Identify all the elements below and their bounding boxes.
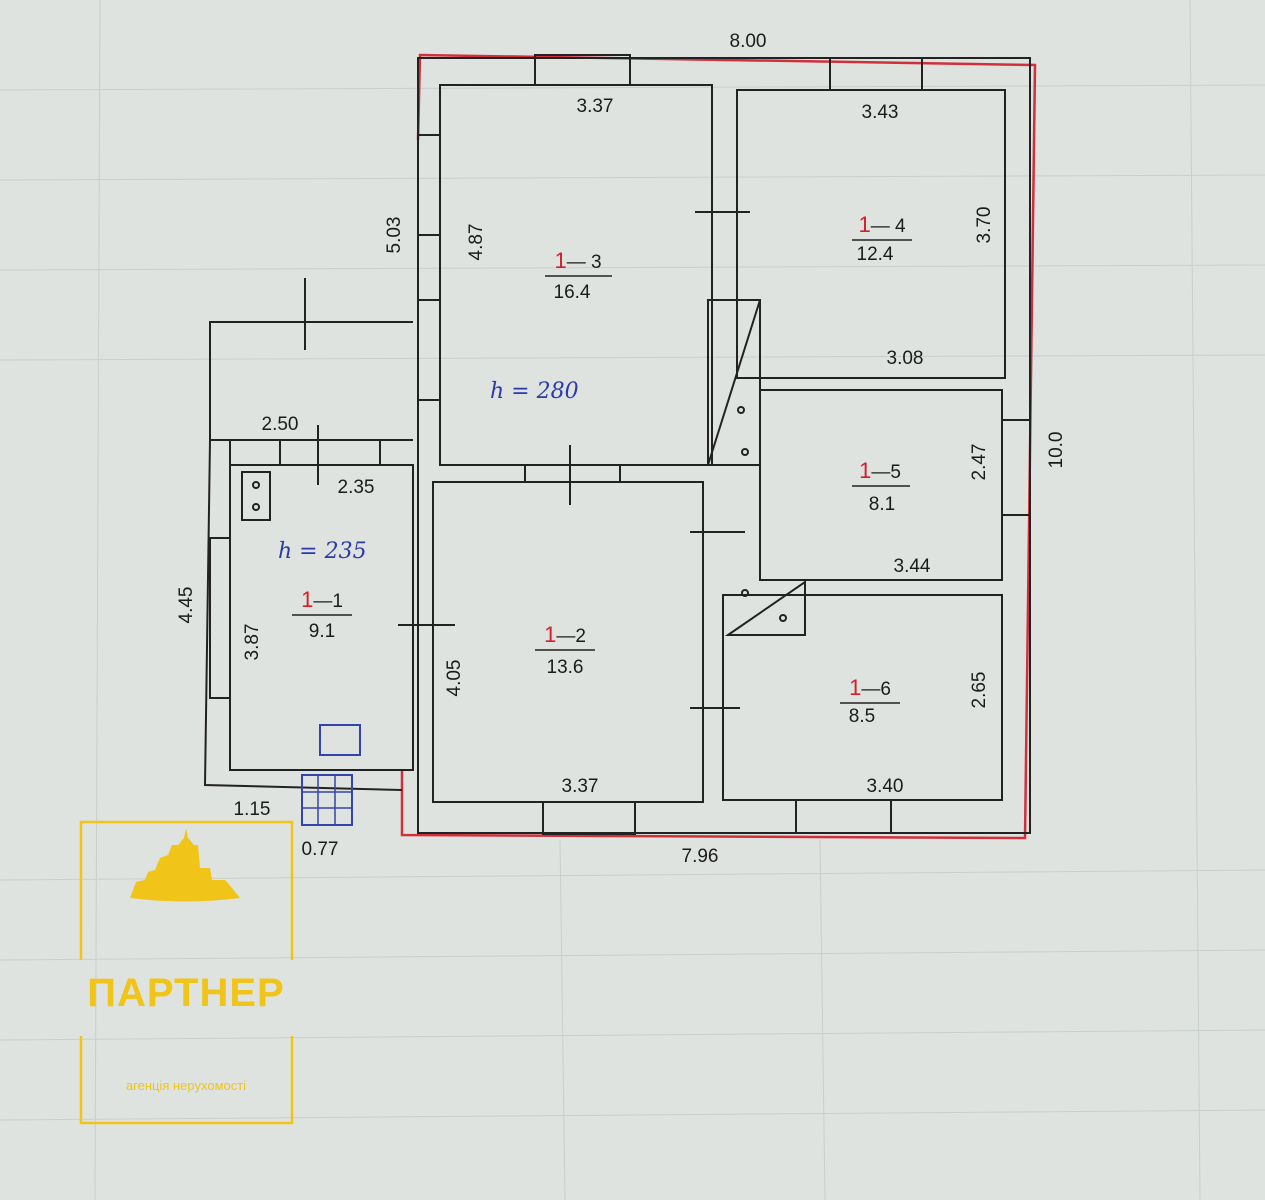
stairs xyxy=(707,299,761,466)
walls xyxy=(203,54,1031,835)
ceiling-height-kitchen: h = 235 xyxy=(278,539,367,564)
dim-r12-height: 4.05 xyxy=(444,660,465,697)
dim-small-1: 1.15 xyxy=(234,799,271,820)
dim-r12-bottom: 3.37 xyxy=(562,776,599,797)
dim-porch-width: 2.50 xyxy=(262,414,299,435)
svg-text:16.4: 16.4 xyxy=(554,282,591,303)
dim-left-lower: 4.45 xyxy=(176,587,197,624)
dim-r11-width: 2.35 xyxy=(338,477,375,498)
svg-text:9.1: 9.1 xyxy=(309,621,335,642)
dim-r15-bottom: 3.44 xyxy=(894,556,931,577)
dim-r14-bottom: 3.08 xyxy=(887,348,924,369)
dim-left-upper: 5.03 xyxy=(384,217,405,254)
dim-r13-width: 3.37 xyxy=(577,96,614,117)
svg-text:8.1: 8.1 xyxy=(869,494,895,515)
ceiling-height-main: h = 280 xyxy=(490,379,579,404)
room-1-5-outline xyxy=(759,389,1003,581)
svg-text:1— 3: 1— 3 xyxy=(554,248,601,273)
agency-logo: ПАРТНЕР агенція нерухомості xyxy=(79,820,294,1125)
window xyxy=(1001,419,1031,516)
room-label-1-5: 1—5 8.1 xyxy=(852,458,910,515)
dim-r14-height: 3.70 xyxy=(974,207,995,244)
dim-r11-height: 3.87 xyxy=(242,624,263,661)
window xyxy=(209,537,231,699)
svg-text:12.4: 12.4 xyxy=(857,244,894,265)
stove-icon xyxy=(241,471,271,521)
dim-r15-height: 2.47 xyxy=(969,444,990,481)
svg-text:8.5: 8.5 xyxy=(849,706,875,727)
dim-r16-bottom: 3.40 xyxy=(867,776,904,797)
sink-icon xyxy=(319,724,361,756)
outer-boundary xyxy=(400,53,1037,840)
window xyxy=(417,299,441,401)
logo-tagline: агенція нерухомості xyxy=(126,1078,246,1093)
city-skyline-icon xyxy=(130,828,240,902)
dim-r14-width: 3.43 xyxy=(862,102,899,123)
grid-fixture-icon xyxy=(301,774,353,826)
room-label-1-2: 1—2 13.6 xyxy=(535,622,595,678)
room-label-1-3: 1— 3 16.4 xyxy=(545,248,612,303)
window xyxy=(795,799,892,834)
svg-text:1—5: 1—5 xyxy=(859,458,901,483)
dim-r16-height: 2.65 xyxy=(969,672,990,709)
window xyxy=(829,57,923,91)
dim-small-2: 0.77 xyxy=(302,839,339,860)
room-label-1-1: 1—1 9.1 xyxy=(292,587,352,642)
window xyxy=(534,54,631,86)
door xyxy=(524,464,621,483)
svg-text:1—2: 1—2 xyxy=(544,622,586,647)
window xyxy=(542,801,636,835)
dim-top-total: 8.00 xyxy=(730,31,767,52)
svg-text:1—6: 1—6 xyxy=(849,675,891,700)
room-1-3-outline xyxy=(439,84,713,466)
svg-text:1—1: 1—1 xyxy=(301,587,343,612)
logo-name: ПАРТНЕР xyxy=(87,971,284,1015)
dim-bottom-total: 7.96 xyxy=(682,846,719,867)
stairs-2 xyxy=(724,580,806,636)
dim-r13-height: 4.87 xyxy=(466,224,487,261)
svg-text:1— 4: 1— 4 xyxy=(858,212,906,237)
porch-outline xyxy=(209,321,413,441)
window xyxy=(417,134,441,236)
dim-right-total: 10.0 xyxy=(1046,432,1067,469)
room-label-1-6: 1—6 8.5 xyxy=(840,675,900,727)
room-label-1-4: 1— 4 12.4 xyxy=(852,212,912,265)
svg-text:13.6: 13.6 xyxy=(547,657,584,678)
